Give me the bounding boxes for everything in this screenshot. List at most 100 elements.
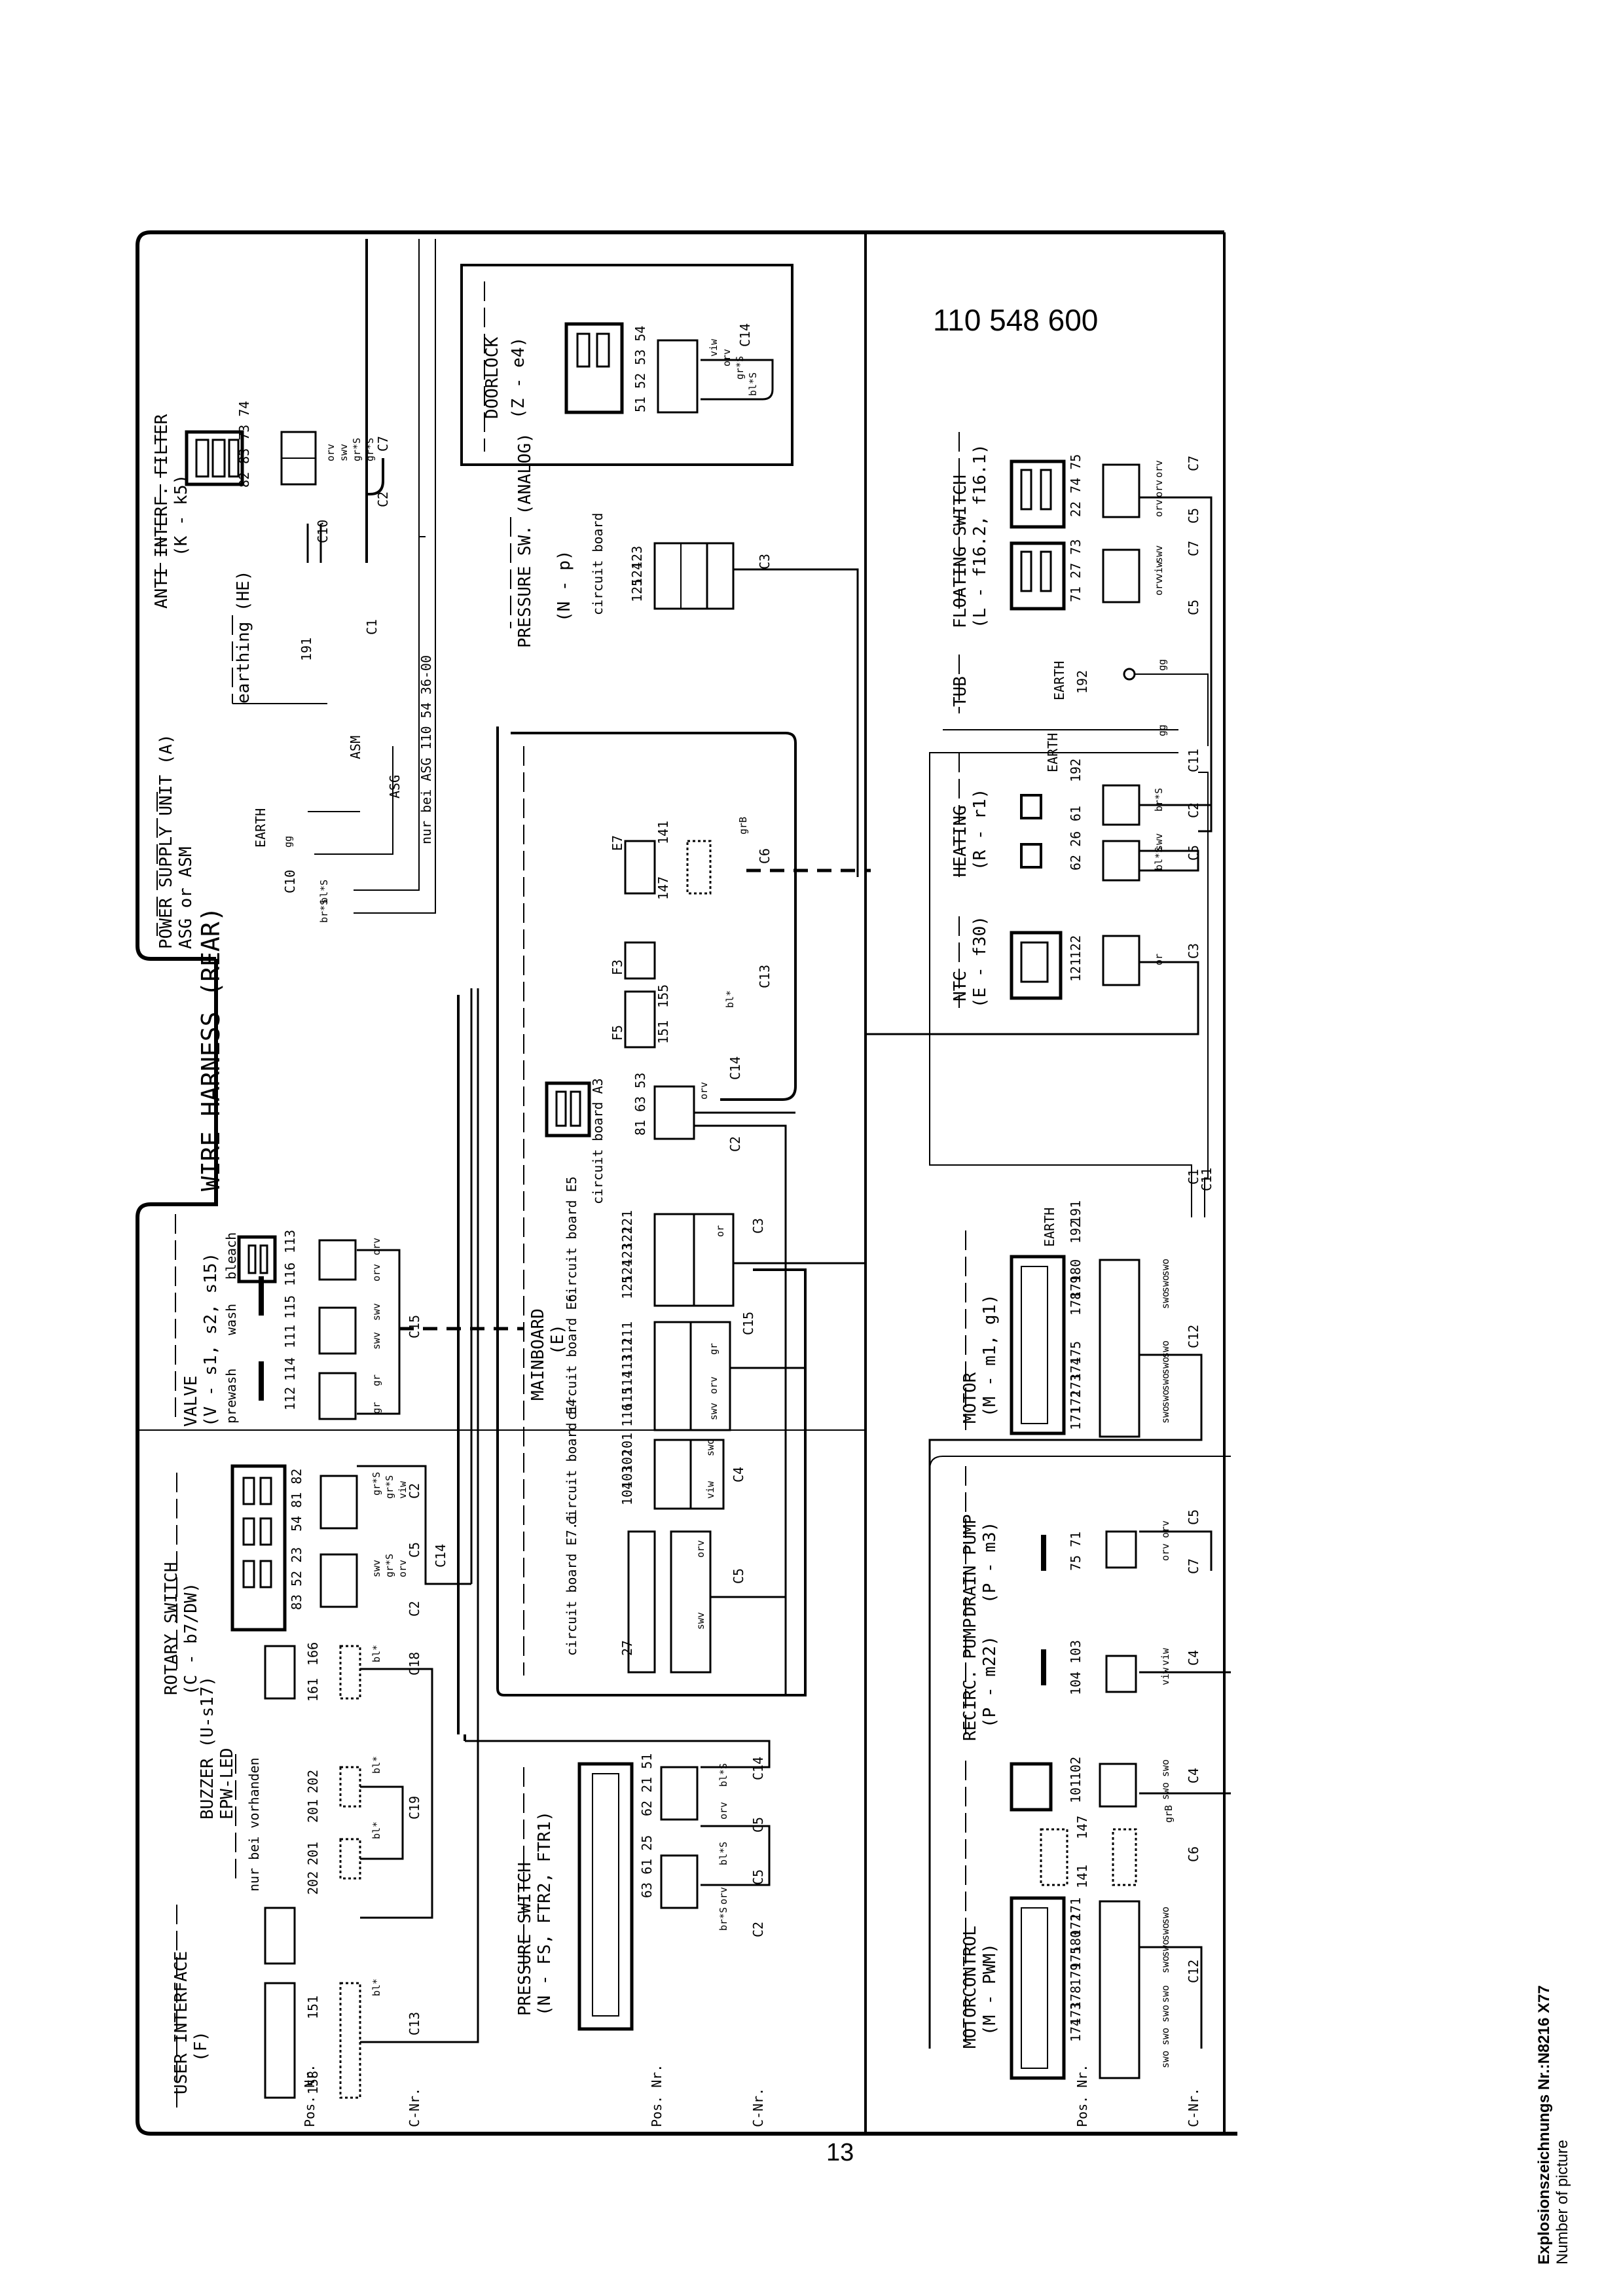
pressure-analog-cnr: C3: [757, 554, 773, 569]
valve-pin-112: 112: [282, 1387, 298, 1410]
valve-pin-113: 113: [282, 1230, 298, 1253]
e6-pin-114: 114: [619, 1371, 635, 1394]
buzzer-wire-1: bl*: [371, 1756, 382, 1774]
e71-pins: 27: [619, 1640, 635, 1656]
mc-wire-3: swo: [1159, 1907, 1171, 1924]
drain-pump: DRAIN PUMP (P - m3) 75 71 orv orv C5 C7: [960, 1466, 1213, 1623]
doorlock: DOORLOCK (Z - e4) 51 52 53 54 viw orv gr…: [460, 264, 793, 466]
page-number: 13: [826, 2139, 854, 2166]
motor-earth-pin-192: 192: [1068, 1220, 1084, 1244]
ui-cnr-c18: C18: [407, 1652, 422, 1676]
earthing-pos: 191: [299, 637, 314, 661]
motor-pin-172: 172: [1068, 1390, 1084, 1414]
e5-wire: or: [714, 1225, 726, 1237]
motor-pin-179: 179: [1068, 1276, 1084, 1299]
user-interface: USER INTERFACE (F) 166 161 151 158 bl* b…: [172, 988, 479, 2108]
mainboard: MAINBOARD (E) circuit board A3 circuit b…: [496, 726, 871, 1696]
floating-wire-2: orv: [1153, 480, 1165, 497]
valve-pin-114: 114: [282, 1357, 298, 1381]
rotary-wire-1: gr*S: [371, 1472, 382, 1496]
mc-wire-10: swo: [1159, 2051, 1171, 2068]
motor-wire-4: swo: [1159, 1340, 1171, 1358]
mc-pin-101: 101: [1068, 1780, 1084, 1803]
e6-pin-116: 116: [619, 1403, 635, 1427]
e4-pin-102: 102: [619, 1449, 635, 1473]
anti-wire-1: orv: [325, 444, 337, 461]
floating-wire-6: orv: [1153, 578, 1165, 596]
mc-wire-7: swo: [1159, 1985, 1171, 2003]
valve-wash: wash: [223, 1304, 239, 1335]
valve-wire-2: orv: [371, 1264, 382, 1282]
floating-wire-4: swv: [1153, 545, 1165, 563]
earthing-label: earthing (HE): [234, 571, 253, 704]
doorlock-wire-3: gr*S: [734, 356, 746, 380]
pressure-switch-pins-2: 63 61 25: [639, 1835, 655, 1898]
motor-code: (M - m1, g1): [980, 1294, 1000, 1417]
valve-bleach: bleach: [223, 1232, 239, 1280]
user-interface-code: (F): [191, 2031, 211, 2062]
pressure-analog-pin-123: 123: [629, 546, 645, 569]
motor-earth-pin-191: 191: [1068, 1200, 1084, 1224]
ui-wire-1: bl*: [371, 1645, 382, 1662]
mainboard-cnr-c6: C6: [757, 848, 773, 864]
rotary-wire-6: orv: [397, 1560, 409, 1577]
board-e4: circuit board E4: [564, 1399, 579, 1525]
harness-bus: [365, 239, 877, 1741]
e5-pin-124: 124: [619, 1259, 635, 1283]
e4-pin-101: 101: [619, 1433, 635, 1456]
mainboard-cnr-c14: C14: [727, 1056, 743, 1080]
motor-earth: EARTH: [1042, 1208, 1057, 1247]
valve: VALVE (V - s1, s2, s15) prewash wash ble…: [175, 1214, 524, 1427]
power-tag-asm: ASM: [348, 736, 363, 759]
mainboard-cnr-c2: C2: [727, 1136, 743, 1152]
drain-pump-label: DRAIN PUMP: [960, 1514, 980, 1617]
recirc-pump-label: RECIRC. PUMP: [960, 1618, 980, 1741]
ntc-code: (E - f30): [970, 916, 990, 1008]
e6-wire-swv: swv: [708, 1403, 720, 1420]
conn-pin-151: 151: [655, 1020, 671, 1044]
doorlock-pins: 51 52 53 54: [632, 326, 648, 412]
power-wire-br: br*S: [318, 899, 330, 923]
harness-title: WIRE HARNESS (REAR): [196, 906, 225, 1191]
recirc-pump: RECIRC. PUMP (P - m22) 104 103 viw viw C…: [960, 1618, 1231, 1741]
pressure-switch-wire-3: bl*S: [718, 1842, 729, 1865]
e4-pin-104: 104: [619, 1482, 635, 1505]
buzzer-pin-4: 202: [305, 1871, 321, 1895]
motor-cnr-c12: C12: [1186, 1325, 1201, 1348]
cnr-label-1: C-Nr.: [407, 2088, 422, 2127]
heating-wire-br: br*S: [1153, 788, 1165, 812]
motorcontrol: MOTORCONTROL (M - PWM) 102 101 147 141 1…: [929, 1456, 1231, 2080]
valve-wire-5: gr: [371, 1374, 382, 1386]
heating-code: (R - r1): [970, 789, 990, 870]
heating-pin-192: 192: [1068, 759, 1084, 782]
recirc-pump-code: (P - m22): [980, 1636, 1000, 1728]
e6-wire-gr: gr: [708, 1343, 720, 1355]
tub-label: TUB: [951, 676, 970, 707]
mc-pin-171: 171: [1068, 1897, 1084, 1921]
anti-interf-pins: 82 83 73 74: [236, 401, 252, 488]
anti-interf-label: ANTI INTERF. FILTER: [152, 414, 172, 609]
motor-wire-6: swo: [1159, 1373, 1171, 1391]
drawing-number: 110 548 600: [933, 303, 1099, 337]
floating-wire-3: orv: [1153, 499, 1165, 517]
heating-wire-swv: swv: [1153, 833, 1165, 851]
motor-wire-8: swo: [1159, 1406, 1171, 1424]
motor-pin-171: 171: [1068, 1407, 1084, 1430]
rotary-cnr-c2b: C2: [407, 1601, 422, 1617]
motorcontrol-code: (M - PWM): [980, 1943, 1000, 2036]
doorlock-wire-4: bl*S: [747, 372, 759, 396]
ui-pin-166: 166: [305, 1642, 321, 1666]
pressure-switch-cnr-c5a: C5: [750, 1817, 766, 1833]
recirc-pump-wire-1: viw: [1159, 1647, 1171, 1666]
mc-cnr-c4: C4: [1186, 1768, 1201, 1784]
tub-earth: EARTH: [1051, 661, 1067, 700]
board-e6: circuit board E6: [564, 1294, 579, 1420]
power-wire-bl: bl*S: [318, 880, 330, 903]
earthing-cnr: C1: [364, 619, 380, 635]
rotary-switch: ROTARY SWITCH (C - b7/DW) 54 81 82 83 52…: [162, 1464, 471, 1695]
row-labels: Pos. Nr. C-Nr. Pos. Nr. C-Nr. Pos. Nr. C…: [302, 2064, 1201, 2127]
power-supply-sub: ASG or ASM: [176, 846, 196, 949]
pressure-analog-board: circuit board: [590, 512, 606, 615]
mc-pin-174: 174: [1068, 2018, 1084, 2042]
motor-cnr-c1: C1: [1186, 1169, 1201, 1185]
